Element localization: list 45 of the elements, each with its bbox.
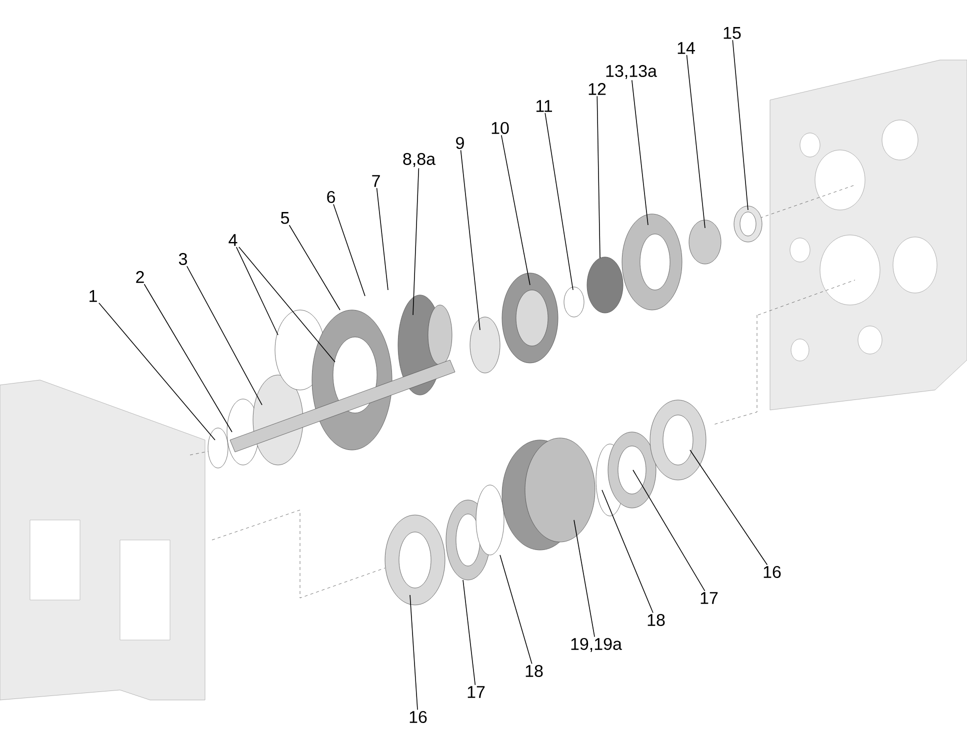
callout-number: 16 — [410, 710, 427, 724]
leader-line — [410, 594, 418, 710]
callout-number: 17 — [468, 686, 485, 698]
callout-number: 2 — [136, 271, 144, 283]
leader-line — [288, 224, 340, 310]
leader-line — [500, 134, 530, 286]
callout-number: 1 — [90, 290, 97, 302]
leader-line — [462, 580, 476, 686]
callout-number: 4 — [228, 234, 238, 246]
leader-line — [602, 490, 654, 614]
callout-number: 15 — [724, 27, 741, 39]
callout-number: 10 — [492, 122, 509, 134]
leader-line — [686, 54, 706, 228]
callout-number: 8,8а — [403, 152, 436, 168]
leader-line — [690, 450, 768, 566]
callout-number: 7 — [372, 175, 380, 187]
callout-number: 11 — [536, 100, 552, 112]
callout-number: 16 — [764, 566, 781, 578]
callout-number: 12 — [588, 83, 606, 95]
leader-line — [632, 470, 706, 592]
leader-line — [732, 40, 748, 210]
leader-line — [460, 150, 480, 330]
leader-line — [238, 246, 336, 362]
leader-line — [144, 284, 232, 432]
leader-line — [632, 80, 648, 226]
callout-number: 9 — [456, 136, 464, 150]
callout-number: 18 — [648, 614, 665, 626]
leader-line — [544, 112, 574, 290]
leader-line — [500, 554, 532, 664]
leader-line — [412, 168, 420, 316]
callout-number: 6 — [327, 190, 335, 204]
callout-number: 13,13а — [606, 64, 657, 80]
callout-number: 14 — [678, 42, 695, 54]
callout-number: 19,19а — [571, 638, 622, 652]
callout-number: 3 — [178, 252, 187, 266]
leader-line — [186, 266, 262, 406]
callout-number: 17 — [700, 592, 718, 604]
leader-line — [596, 96, 600, 258]
callout-number: 18 — [526, 664, 543, 678]
callout-number: 5 — [280, 212, 290, 224]
leader-line — [376, 188, 388, 290]
leader-line — [98, 302, 216, 440]
leader-line — [574, 520, 595, 638]
leader-line — [333, 204, 366, 296]
leader-line — [236, 246, 278, 336]
